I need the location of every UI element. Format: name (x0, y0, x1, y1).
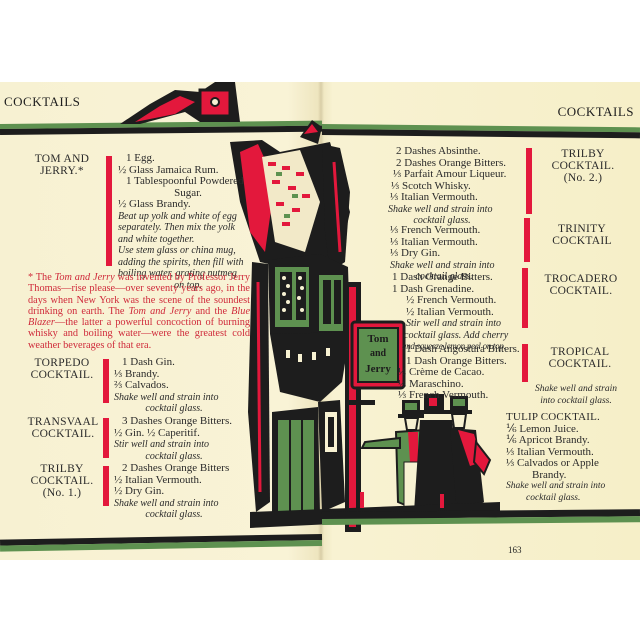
recipe-divider-bar (103, 418, 109, 458)
recipe-name-trilby-no-1: TRILBY COCKTAIL. (No. 1.) (30, 463, 94, 499)
recipe-name-tropical: TROPICAL COCKTAIL. (548, 346, 612, 370)
recipe-name-transvaal: TRANSVAAL COCKTAIL. (27, 416, 99, 440)
top-hat-gentlemen-illustration (250, 394, 500, 528)
recipe-ingredients-trilby-no-1: 2 Dashes Orange Bitters ½ Italian Vermou… (114, 462, 230, 520)
recipe-divider-bar (103, 359, 109, 403)
recipe-ingredients-tom-and-jerry: 1 Egg. ½ Glass Jamaica Rum. 1 Tablespoon… (118, 152, 244, 291)
recipe-ingredients-trinity: ⅓ French Vermouth. ⅓ Italian Vermouth. ⅓… (390, 224, 495, 282)
recipe-divider-bar (522, 268, 528, 328)
sign-line-3: Jerry (365, 363, 391, 375)
recipe-instructions-tropical: Shake well and strain into cocktail glas… (534, 384, 618, 406)
recipe-ingredients-torpedo: 1 Dash Gin. ⅓ Brandy. ⅔ Calvados. Shake … (114, 356, 219, 414)
page-number: 163 (508, 545, 522, 555)
running-head-left: COCKTAILS (4, 94, 81, 109)
book-gutter (318, 82, 324, 560)
tom-and-jerry-footnote: * The Tom and Jerry was invented by Prof… (28, 272, 251, 351)
recipe-ingredients-trocadero: 1 Dash Orange Bitters. 1 Dash Grenadine.… (392, 271, 509, 351)
recipe-ingredients-transvaal: 3 Dashes Orange Bitters. ½ Gin. ½ Caperi… (114, 415, 232, 462)
recipe-name-tulip: TULIP COCKTAIL. (506, 411, 600, 423)
running-head-right: COCKTAILS (557, 104, 634, 119)
sign-line-2: and (370, 348, 387, 359)
recipe-name-torpedo: TORPEDO COCKTAIL. (30, 357, 94, 381)
recipe-name-tom-and-jerry: TOM AND JERRY.* (34, 153, 90, 177)
recipe-divider-bar (526, 148, 532, 214)
recipe-ingredients-trilby-no-2: 2 Dashes Absinthe. 2 Dashes Orange Bitte… (388, 145, 507, 226)
recipe-name-trinity: TRINITY COCKTAIL (552, 223, 612, 247)
recipe-ingredients-tropical: 1 Dash Angostura Bitters. 1 Dash Orange … (398, 343, 520, 401)
recipe-tulip: TULIP COCKTAIL. ⅙ Lemon Juice. ⅙ Apricot… (506, 411, 626, 504)
recipe-name-trilby-no-2: TRILBY COCKTAIL. (No. 2.) (551, 148, 615, 184)
recipe-divider-bar (524, 218, 530, 262)
recipe-name-trocadero: TROCADERO COCKTAIL. (544, 273, 618, 297)
sign-line-1: Tom (368, 333, 389, 345)
book-spread: COCKTAILS COCKTAILS (0, 82, 640, 560)
recipe-divider-bar (522, 344, 528, 382)
recipe-divider-bar (103, 466, 109, 506)
recipe-divider-bar (106, 156, 112, 266)
